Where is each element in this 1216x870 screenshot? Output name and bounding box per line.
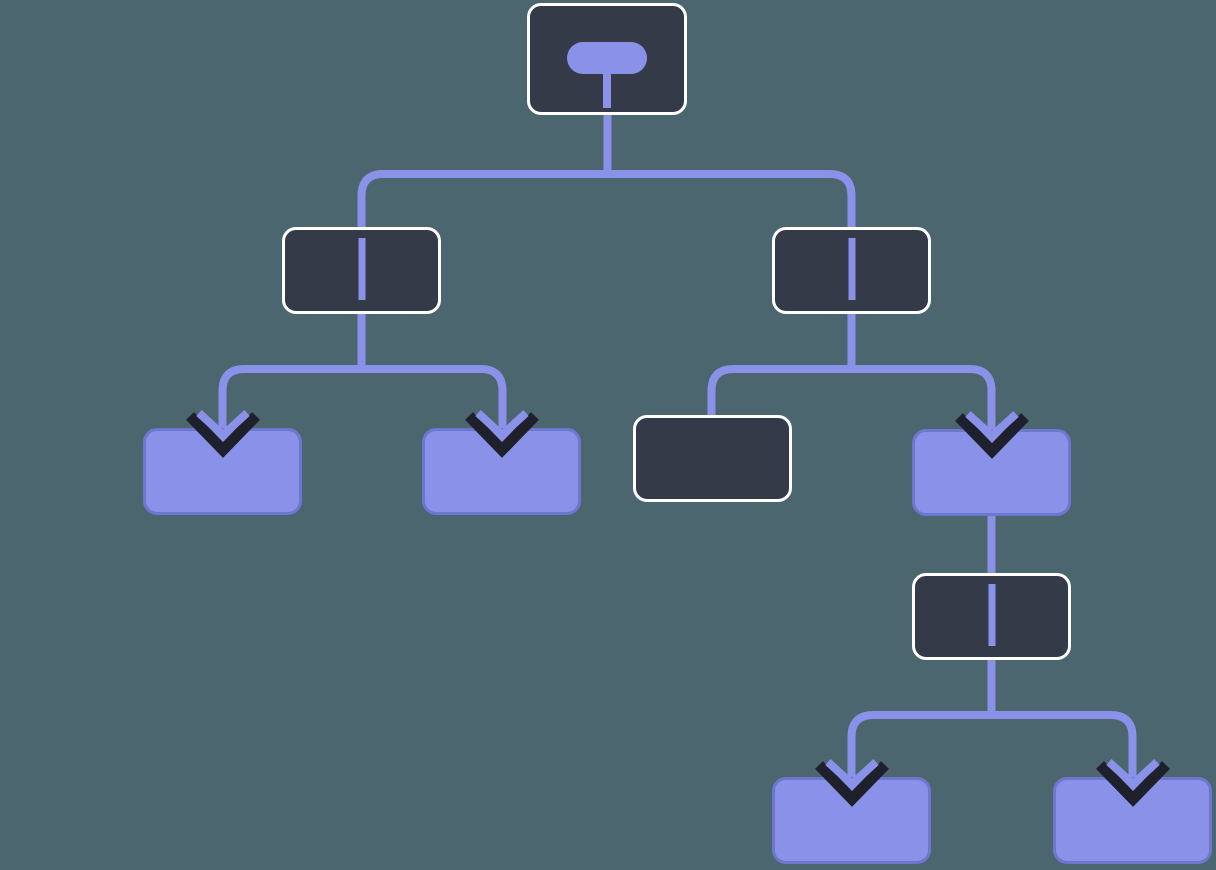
node-leaf-1[interactable] <box>143 410 302 515</box>
node-leaf-3[interactable] <box>633 415 792 502</box>
pass-through-line <box>848 238 855 300</box>
node-root[interactable] <box>527 3 687 115</box>
pass-through-line <box>988 584 995 646</box>
node-branch-deep[interactable] <box>912 573 1071 660</box>
pass-through-line <box>358 238 365 300</box>
node-leaf-6[interactable] <box>1053 759 1212 864</box>
node-leaf-5[interactable] <box>772 759 931 864</box>
node-leaf-4[interactable] <box>912 411 1071 516</box>
node-branch-right[interactable] <box>772 227 931 314</box>
pill-stem <box>603 72 611 108</box>
node-leaf-2[interactable] <box>422 410 581 515</box>
node-branch-left[interactable] <box>282 227 441 314</box>
pill-connector-icon <box>567 42 647 74</box>
